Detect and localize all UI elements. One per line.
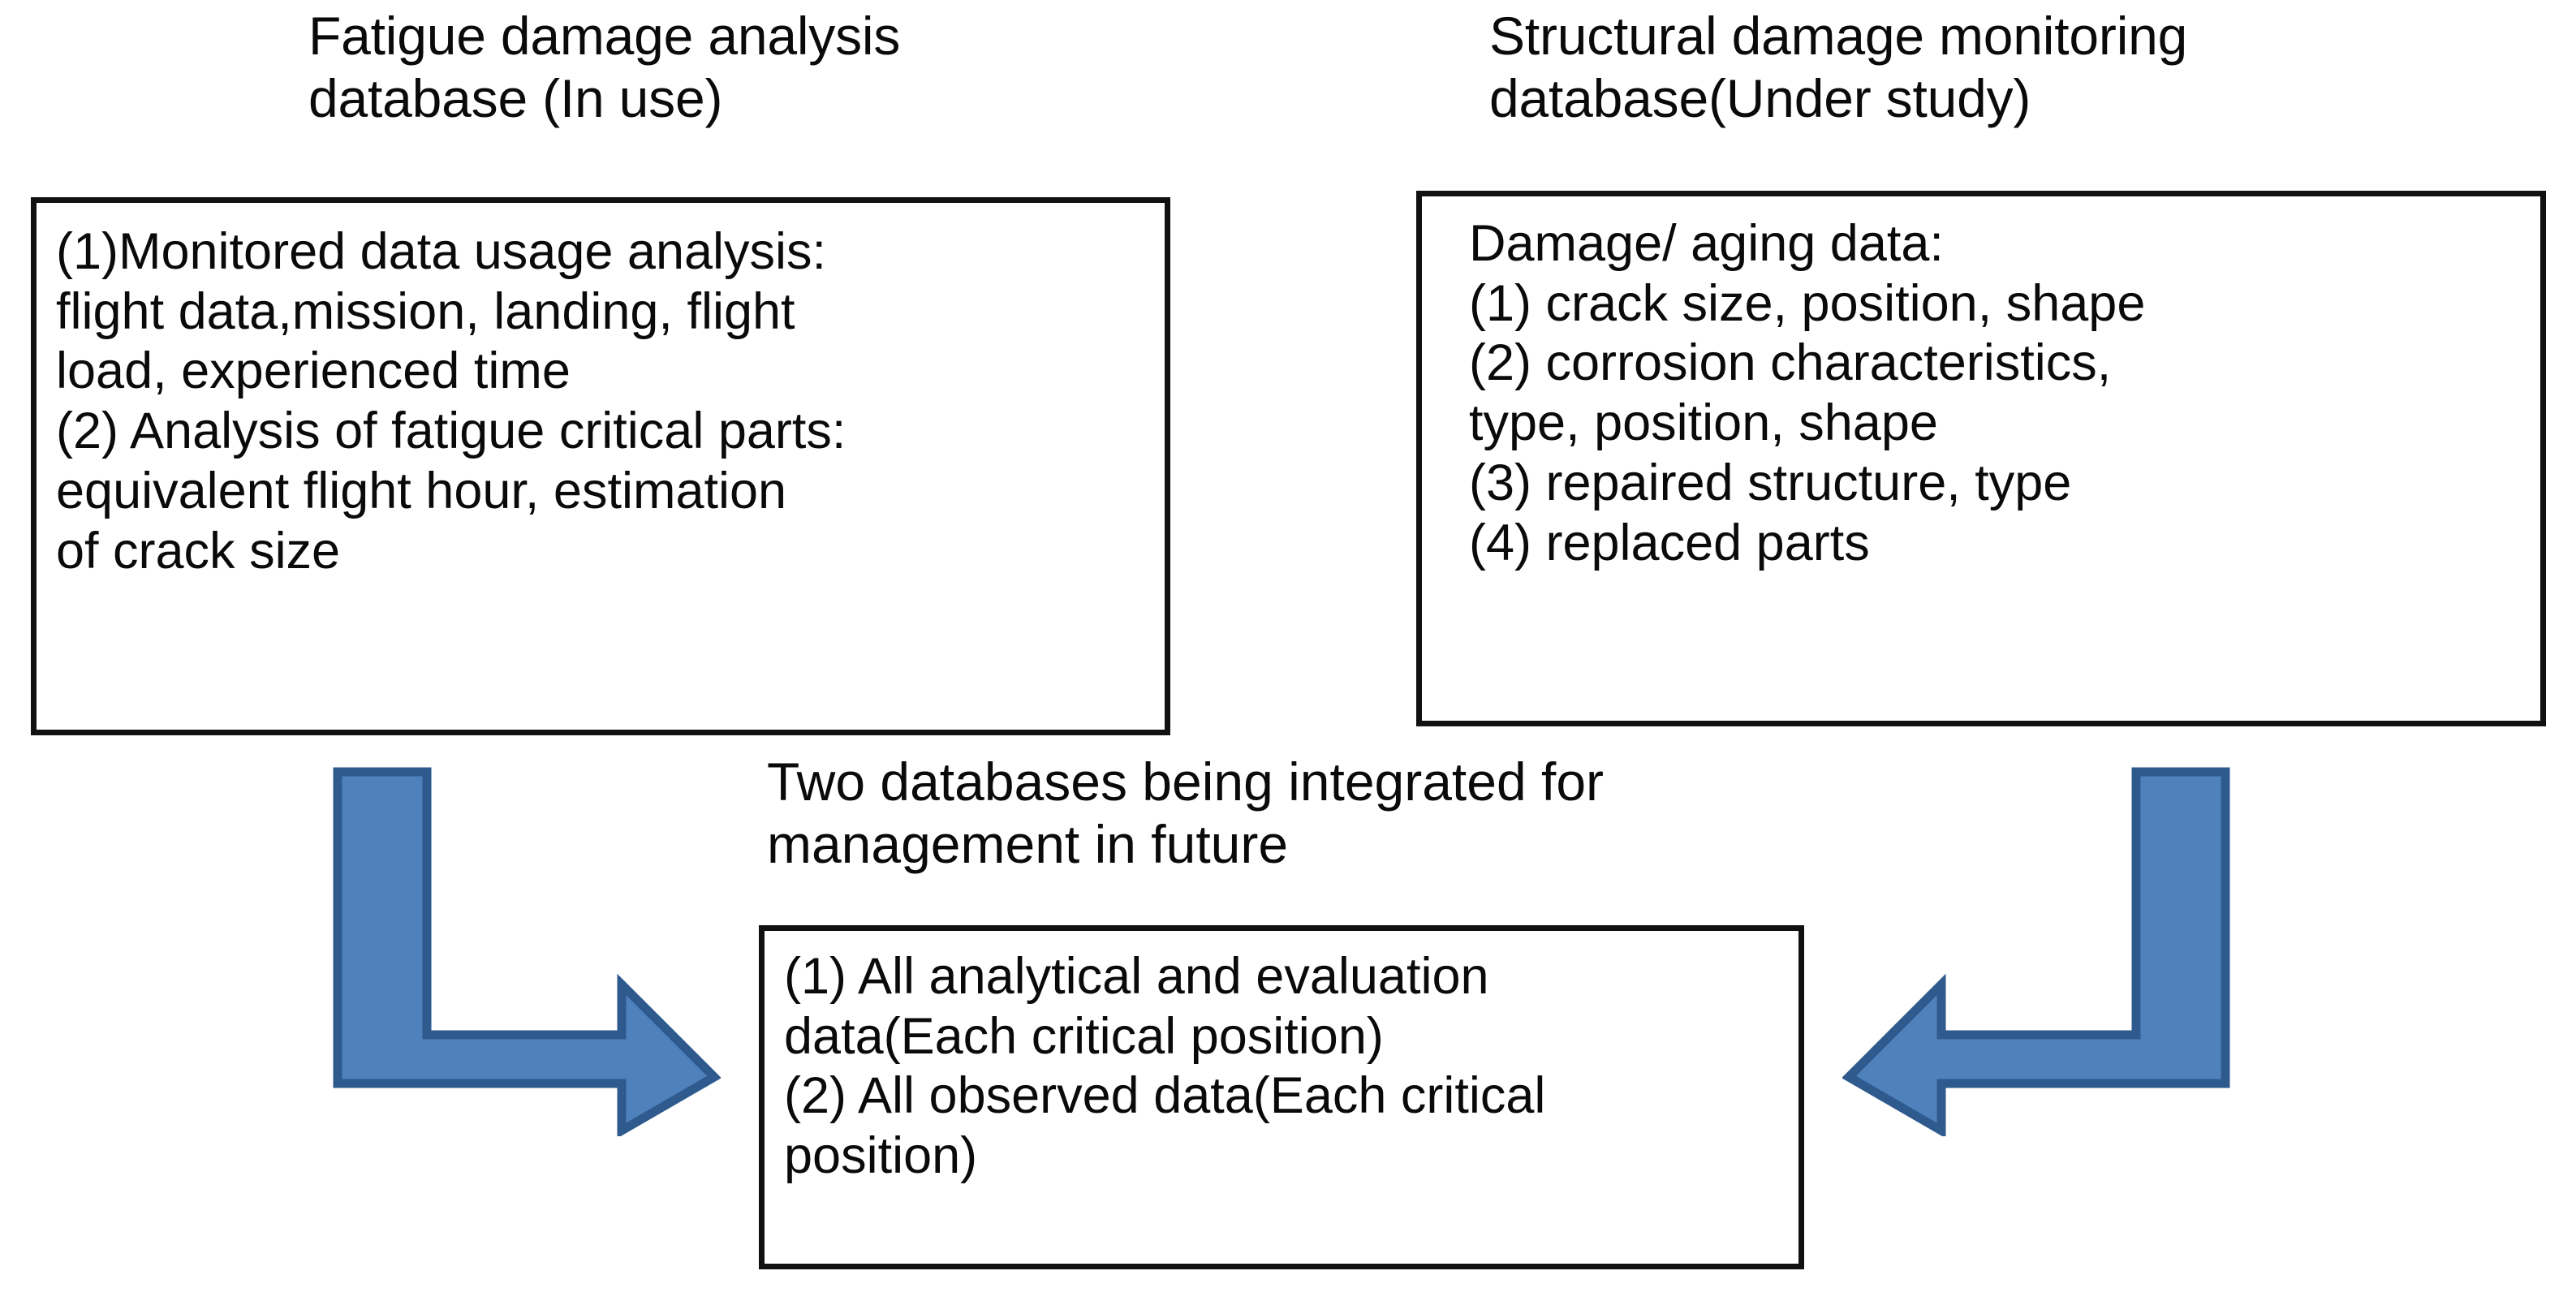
fatigue-damage-database-content: (1)Monitored data usage analysis: flight… <box>56 223 846 579</box>
bent-arrow-down-left-icon <box>1842 767 2230 1136</box>
integrated-database-content: (1) All analytical and evaluation data(E… <box>784 948 1546 1185</box>
bent-arrow-down-right-icon <box>333 767 721 1136</box>
structural-damage-database-content: Damage/ aging data: (1) crack size, posi… <box>1469 215 2146 571</box>
structural-damage-database-box: Damage/ aging data: (1) crack size, posi… <box>1416 191 2546 726</box>
left-database-title: Fatigue damage analysis database (In use… <box>308 6 901 129</box>
integrated-database-box: (1) All analytical and evaluation data(E… <box>759 925 1804 1269</box>
fatigue-damage-database-box: (1)Monitored data usage analysis: flight… <box>31 197 1170 735</box>
right-database-title: Structural damage monitoring database(Un… <box>1489 6 2188 129</box>
integration-caption: Two databases being integrated for manag… <box>767 752 1605 874</box>
